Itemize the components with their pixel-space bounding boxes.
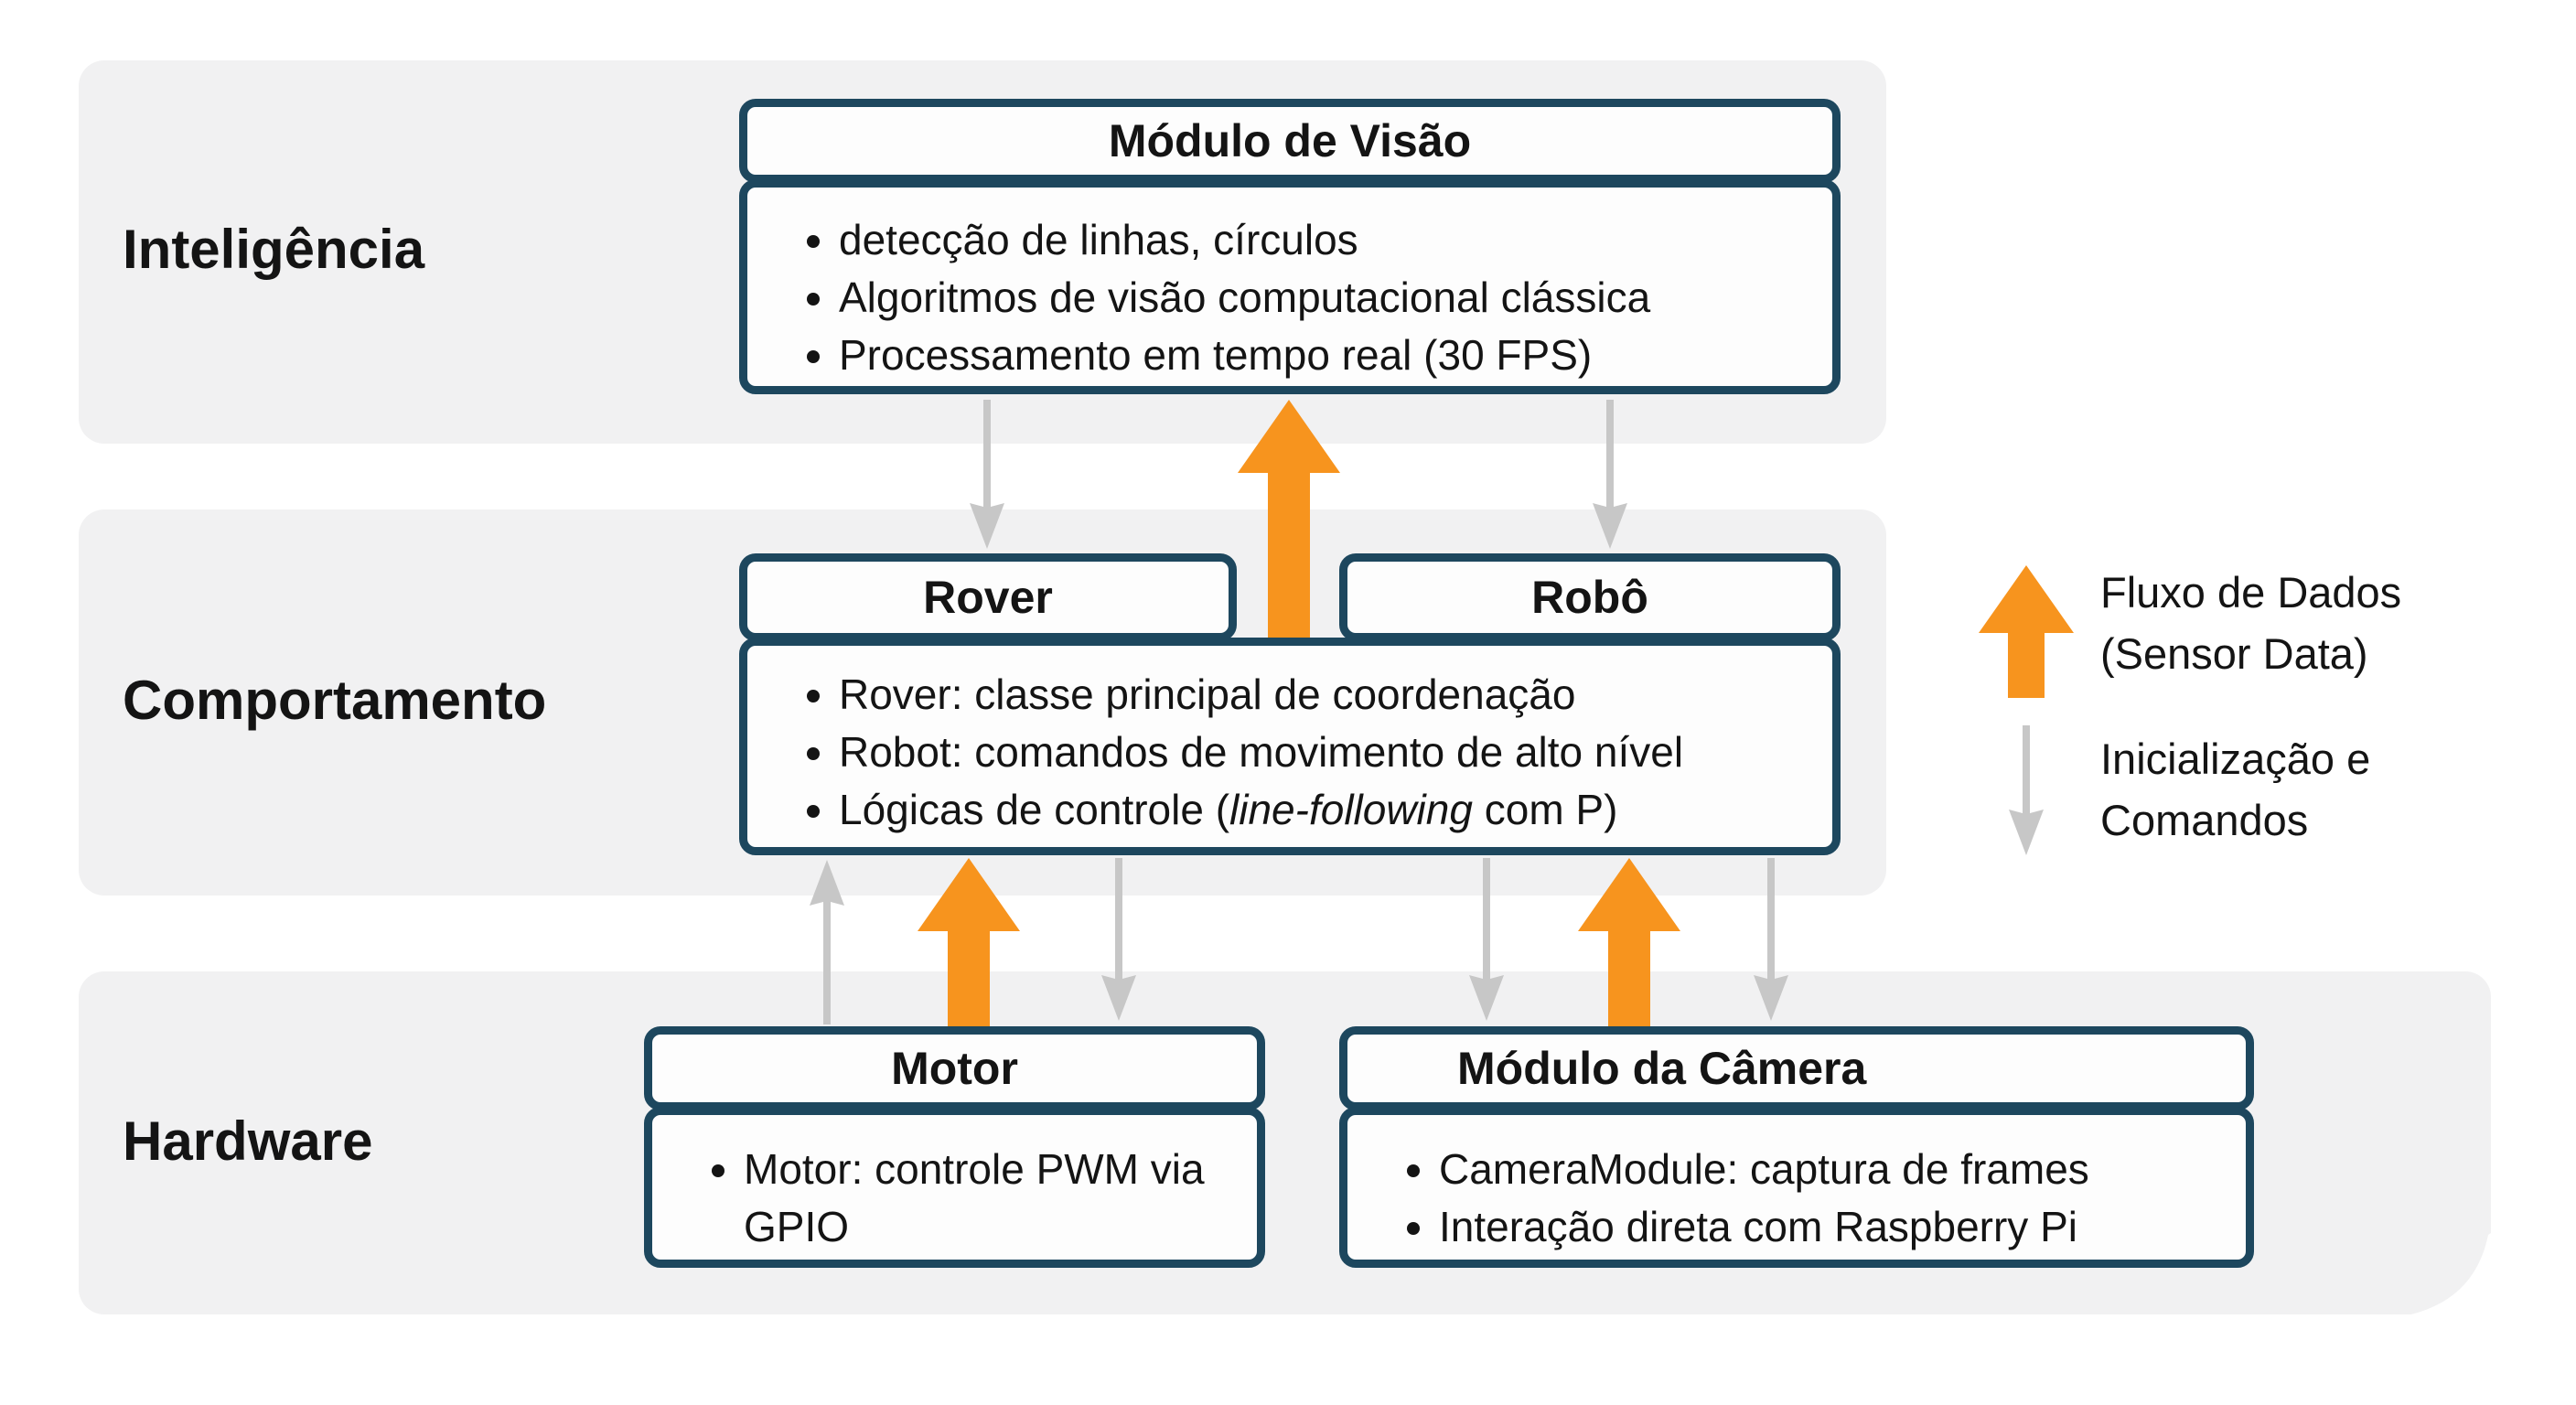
status-arrow-motor-to-behavior-up <box>810 860 844 1024</box>
camera-module-title: Módulo da Câmera <box>1457 1043 1867 1094</box>
legend-sensor-data-label: Fluxo de Dados (Sensor Data) <box>2100 562 2401 684</box>
camera-bullet-list: CameraModule: captura de frames Interaçã… <box>1347 1115 2246 1256</box>
bullet-item: Interação direta com Raspberry Pi <box>1439 1198 2231 1256</box>
behavior-module-body: Rover: classe principal de coordenação R… <box>739 638 1841 855</box>
command-arrow-behavior-to-camera-left <box>1469 858 1504 1021</box>
hardware-layer-label: Hardware <box>123 1110 373 1172</box>
motor-module-title: Motor <box>891 1043 1018 1094</box>
legend-commands-label: Inicialização e Comandos <box>2100 728 2370 851</box>
motor-module-body: Motor: controle PWM via GPIO <box>644 1107 1265 1268</box>
legend-line: Comandos <box>2100 796 2309 844</box>
page-curl-decoration <box>2411 1233 2491 1314</box>
bullet-item: Lógicas de controle (line-following com … <box>839 781 1818 839</box>
vision-module-header: Módulo de Visão <box>739 99 1841 183</box>
bullet-text: com P) <box>1472 786 1618 833</box>
vision-bullet-list: detecção de linhas, círculos Algoritmos … <box>747 188 1832 384</box>
bullet-item: Algoritmos de visão computacional clássi… <box>839 269 1818 327</box>
vision-module-title: Módulo de Visão <box>1108 115 1472 166</box>
bullet-item: Robot: comandos de movimento de alto nív… <box>839 724 1818 781</box>
legend-line: (Sensor Data) <box>2100 629 2368 678</box>
command-arrow-vision-to-robot <box>1593 400 1627 549</box>
command-arrow-behavior-to-motor <box>1101 858 1136 1021</box>
intelligence-layer-label: Inteligência <box>123 219 425 280</box>
bullet-item: Motor: controle PWM via GPIO <box>744 1141 1233 1256</box>
sensor-data-arrow-motor-to-behavior <box>918 858 1020 1030</box>
bullet-item: Processamento em tempo real (30 FPS) <box>839 327 1818 384</box>
command-arrow-vision-to-rover <box>970 400 1004 549</box>
rover-module-header: Rover <box>739 553 1237 641</box>
legend-line: Fluxo de Dados <box>2100 568 2402 617</box>
motor-module-header: Motor <box>644 1026 1265 1110</box>
bullet-text: Lógicas de controle ( <box>839 786 1230 833</box>
rover-module-title: Rover <box>923 572 1053 623</box>
behavior-layer-label: Comportamento <box>123 670 547 731</box>
camera-module-header: Módulo da Câmera <box>1339 1026 2254 1110</box>
legend-commands-arrow-icon <box>2009 725 2044 855</box>
behavior-bullet-list: Rover: classe principal de coordenação R… <box>747 646 1832 839</box>
sensor-data-arrow-behavior-to-vision <box>1238 400 1340 642</box>
bullet-item: CameraModule: captura de frames <box>1439 1141 2231 1198</box>
motor-bullet-list: Motor: controle PWM via GPIO <box>652 1115 1257 1256</box>
robot-module-title: Robô <box>1531 572 1648 623</box>
vision-module-body: detecção de linhas, círculos Algoritmos … <box>739 179 1841 394</box>
bullet-item: Rover: classe principal de coordenação <box>839 666 1818 724</box>
robot-module-header: Robô <box>1339 553 1841 641</box>
bullet-text-italic: line-following <box>1229 786 1473 833</box>
legend-line: Inicialização e <box>2100 735 2371 783</box>
bullet-item: detecção de linhas, círculos <box>839 211 1818 269</box>
legend-sensor-data-arrow-icon <box>1979 565 2074 698</box>
camera-module-body: CameraModule: captura de frames Interaçã… <box>1339 1107 2254 1268</box>
sensor-data-arrow-camera-to-behavior <box>1578 858 1680 1030</box>
command-arrow-behavior-to-camera-right <box>1754 858 1788 1021</box>
